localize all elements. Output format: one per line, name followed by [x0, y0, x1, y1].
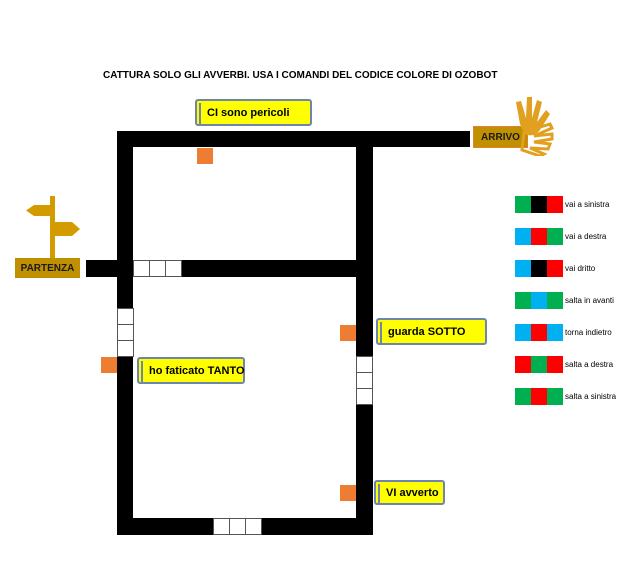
banner-text: VI avverto	[386, 486, 439, 499]
code-cell	[149, 260, 166, 277]
banner-vi-avverto: VI avverto	[374, 480, 445, 505]
wall-top	[117, 131, 470, 147]
banner-text: ho faticato TANTO	[149, 364, 245, 377]
wall-middle	[86, 260, 373, 277]
banner-ho-faticato-tanto: ho faticato TANTO	[137, 357, 245, 384]
signpost-icon	[26, 196, 80, 258]
banner-guarda-sotto: guarda SOTTO	[376, 318, 487, 345]
hands-icon	[516, 97, 555, 156]
legend-label: vai a sinistra	[565, 200, 610, 209]
banner-text: CI sono pericoli	[207, 106, 290, 119]
color-swatch	[547, 356, 563, 373]
legend-label: salta in avanti	[565, 296, 614, 305]
orange-marker	[101, 357, 117, 373]
orange-marker	[340, 485, 356, 501]
legend-label: salta a sinistra	[565, 392, 617, 401]
code-cell	[245, 518, 262, 535]
worksheet-title: CATTURA SOLO GLI AVVERBI. USA I COMANDI …	[103, 70, 498, 81]
code-cell	[117, 340, 134, 357]
code-cell	[356, 356, 373, 373]
color-swatch	[515, 292, 531, 309]
legend-row: torna indietro	[515, 324, 628, 341]
color-swatch	[547, 292, 563, 309]
legend-label: vai dritto	[565, 264, 596, 273]
legend-label: torna indietro	[565, 328, 612, 337]
start-label: PARTENZA	[15, 258, 80, 278]
wall-right	[356, 147, 373, 535]
color-swatch	[531, 324, 547, 341]
color-swatch	[531, 356, 547, 373]
code-cell	[117, 324, 134, 341]
legend-row: salta a sinistra	[515, 388, 628, 405]
color-swatch	[515, 260, 531, 277]
orange-marker	[340, 325, 356, 341]
color-swatch	[547, 228, 563, 245]
code-cell	[133, 260, 150, 277]
legend-row: salta a destra	[515, 356, 628, 373]
orange-marker	[197, 148, 213, 164]
code-cell	[229, 518, 246, 535]
color-swatch	[547, 260, 563, 277]
color-swatch	[515, 388, 531, 405]
color-swatch	[531, 388, 547, 405]
legend-label: salta a destra	[565, 360, 614, 369]
code-cell	[117, 308, 134, 325]
color-swatch	[515, 356, 531, 373]
end-label: ARRIVO	[473, 126, 528, 148]
banner-text: guarda SOTTO	[388, 325, 466, 338]
color-swatch	[531, 292, 547, 309]
code-cell	[356, 388, 373, 405]
legend-row: salta in avanti	[515, 292, 628, 309]
banner-ci-sono-pericoli: CI sono pericoli	[195, 99, 312, 126]
color-swatch	[515, 196, 531, 213]
color-swatch	[531, 196, 547, 213]
color-swatch	[547, 324, 563, 341]
color-swatch	[515, 324, 531, 341]
code-cell	[165, 260, 182, 277]
legend-row: vai a sinistra	[515, 196, 628, 213]
code-cell	[356, 372, 373, 389]
code-cell	[213, 518, 230, 535]
color-swatch	[547, 388, 563, 405]
legend-row: vai dritto	[515, 260, 628, 277]
color-swatch	[515, 228, 531, 245]
legend-label: vai a destra	[565, 232, 607, 241]
legend-row: vai a destra	[515, 228, 628, 245]
color-swatch	[531, 228, 547, 245]
color-swatch	[531, 260, 547, 277]
color-swatch	[547, 196, 563, 213]
